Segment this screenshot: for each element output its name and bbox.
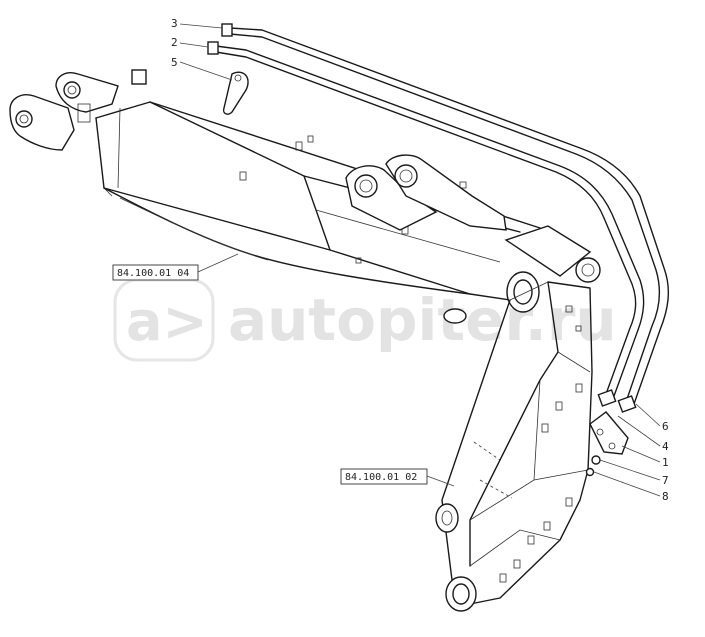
callout-1: 1 (662, 456, 669, 469)
arm-assembly (435, 271, 593, 612)
callout-2: 2 (171, 36, 178, 49)
callout-7: 7 (662, 474, 669, 487)
ref-label-boom: 84.100.01 04 (117, 268, 189, 279)
callout-4: 4 (662, 440, 669, 453)
watermark-logo-text: a> (126, 290, 208, 353)
ref-label-boom-frame (112, 264, 199, 281)
watermark: a> autopiter.ru (113, 278, 617, 362)
boom-assembly (9, 69, 601, 301)
ref-label-arm-frame (340, 468, 428, 485)
callouts-top: 3 2 5 (171, 17, 233, 81)
callout-6: 6 (662, 420, 669, 433)
callouts-right: 6 4 1 7 8 (593, 403, 669, 503)
ref-label-boom-group: 84.100.01 04 (112, 253, 239, 281)
callout-8: 8 (662, 490, 669, 503)
hydraulic-pipes (207, 23, 669, 477)
ref-label-arm-group: 84.100.01 02 (340, 468, 455, 487)
callout-3: 3 (171, 17, 178, 30)
callout-5: 5 (171, 56, 178, 69)
watermark-text: autopiter.ru (228, 286, 617, 354)
ref-label-arm: 84.100.01 02 (345, 472, 417, 483)
